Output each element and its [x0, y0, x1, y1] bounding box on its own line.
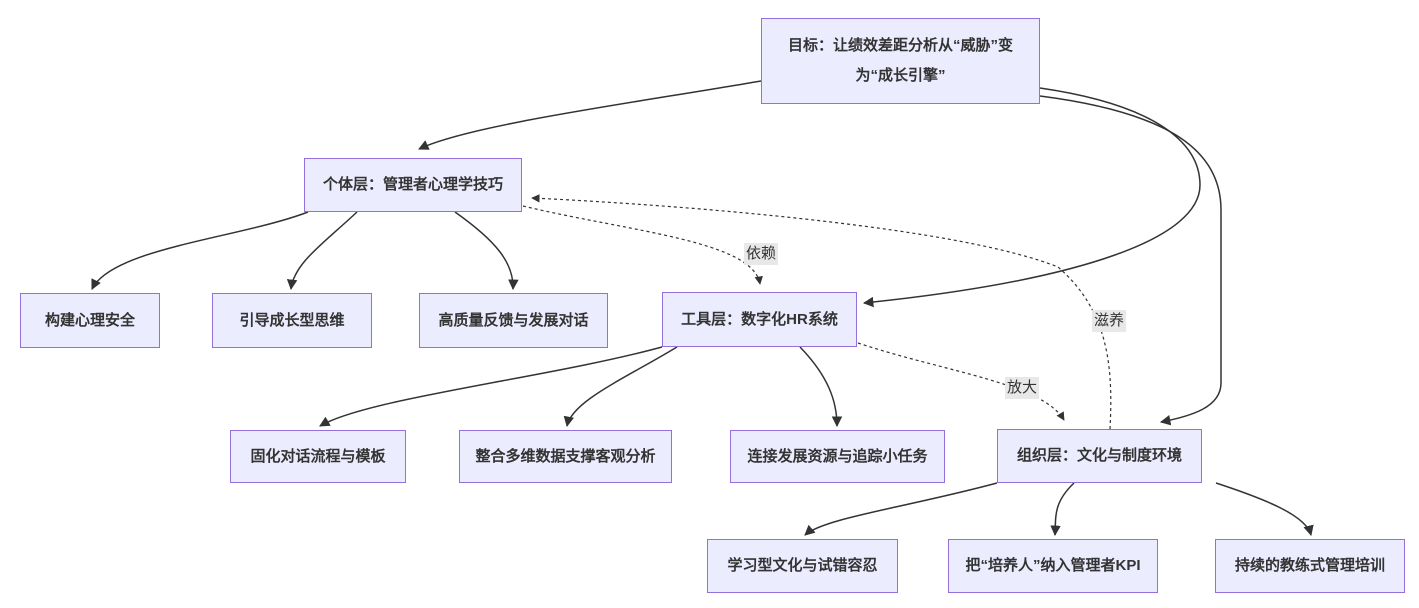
node-tool: 工具层：数字化HR系统 — [662, 292, 857, 347]
node-individual-label: 个体层：管理者心理学技巧 — [322, 176, 503, 193]
node-coaching-label: 持续的教练式管理培训 — [1234, 557, 1385, 574]
edge-individual-feedback — [454, 211, 519, 291]
node-resources-label: 连接发展资源与追踪小任务 — [747, 447, 928, 465]
edge-org-culture — [804, 482, 998, 536]
node-process-label: 固化对话流程与模板 — [250, 447, 386, 465]
node-org-label: 组织层：文化与制度环境 — [1016, 447, 1182, 464]
edge-individual-tool-depend — [522, 205, 763, 285]
node-individual: 个体层：管理者心理学技巧 — [304, 158, 522, 212]
node-feedback-label: 高质量反馈与发展对话 — [438, 311, 589, 329]
edge-org-individual-nourish — [531, 194, 1112, 430]
edge-individual-psych — [91, 211, 309, 290]
node-kpi-label: 把“培养人”纳入管理者KPI — [965, 557, 1141, 574]
node-culture-label: 学习型文化与试错容忍 — [727, 557, 878, 574]
edge-individual-mindset — [286, 211, 358, 291]
edge-label-amplify: 放大 — [1005, 377, 1040, 399]
node-mindset: 引导成长型思维 — [212, 293, 372, 348]
node-data: 整合多维数据支撑客观分析 — [459, 430, 672, 483]
node-tool-label: 工具层：数字化HR系统 — [681, 310, 838, 328]
node-culture: 学习型文化与试错容忍 — [707, 539, 898, 593]
node-data-label: 整合多维数据支撑客观分析 — [475, 447, 656, 465]
edge-goal-org — [1039, 95, 1222, 426]
node-resources: 连接发展资源与追踪小任务 — [730, 430, 945, 483]
node-psych-label: 构建心理安全 — [44, 311, 135, 329]
node-process: 固化对话流程与模板 — [230, 430, 406, 483]
edge-label-depend: 依赖 — [744, 243, 779, 265]
edge-goal-individual — [418, 80, 762, 150]
node-kpi: 把“培养人”纳入管理者KPI — [948, 539, 1158, 593]
edge-org-coaching — [1215, 482, 1314, 537]
edge-tool-resources — [799, 346, 843, 428]
edge-org-kpi — [1050, 482, 1075, 537]
edge-goal-tool — [862, 87, 1201, 308]
edge-tool-org-amplify — [857, 342, 1065, 421]
edge-label-nourish: 滋养 — [1092, 310, 1127, 332]
node-org: 组织层：文化与制度环境 — [997, 429, 1202, 483]
node-goal-label: 目标：让绩效差距分析从“威胁”变为“成长引擎” — [787, 37, 1013, 84]
node-feedback: 高质量反馈与发展对话 — [419, 293, 608, 348]
node-coaching: 持续的教练式管理培训 — [1215, 539, 1405, 593]
node-mindset-label: 引导成长型思维 — [239, 311, 345, 329]
edge-tool-data — [563, 346, 678, 428]
node-psych: 构建心理安全 — [20, 293, 160, 348]
edge-tool-process — [319, 346, 663, 427]
node-goal: 目标：让绩效差距分析从“威胁”变为“成长引擎” — [761, 18, 1040, 104]
